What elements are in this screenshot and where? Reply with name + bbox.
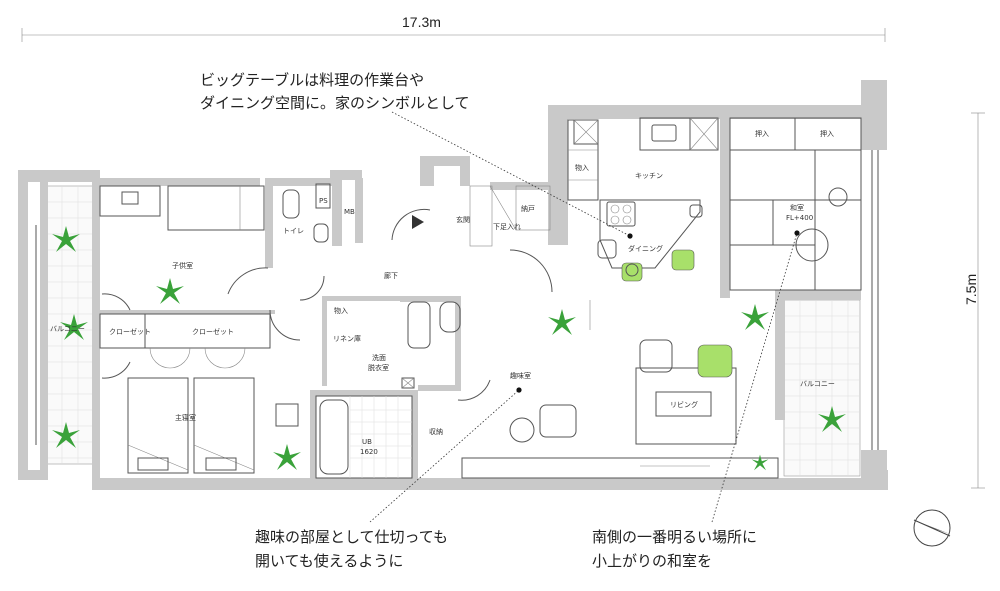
room-oshiire-2: 押入 [820,129,834,138]
room-kitchen: キッチン [635,172,663,180]
plant-icon [548,309,576,335]
room-washitsu-level: FL+400 [786,214,813,222]
plant-icon [52,422,80,448]
room-kids: 子供室 [172,261,193,270]
room-linen: リネン庫 [333,334,361,343]
interior-details [99,117,862,479]
room-oshiire-1: 押入 [755,129,769,138]
plant-icon [273,444,301,470]
room-storage-small-2: 物入 [575,163,589,172]
walls [18,80,888,490]
room-corridor: 廊下 [384,271,398,280]
dimension-depth: 7.5m [963,112,985,489]
dining-chairs [597,239,695,282]
callout-hobby-room-line2: 開いても使えるように [255,552,403,570]
plant-icon [52,226,80,252]
room-closet-2: クローゼット [192,327,234,336]
room-shoe-storage: 下足入れ [493,223,521,231]
room-labels: キッチン ダイニング リビング 和室 FL+400 押入 押入 子供室 主寝室 … [50,129,835,456]
plant-icon [751,454,769,471]
plant-icon [818,406,846,432]
room-washitsu: 和室 [790,203,804,212]
room-wash-2: 脱衣室 [368,363,389,372]
room-master-bedroom: 主寝室 [175,413,196,422]
callout-hobby-room-line1: 趣味の部屋として仕切っても [255,528,448,546]
width-label: 17.3m [402,14,441,30]
room-dining: ダイニング [628,244,663,253]
room-storage-small-1: 物入 [334,306,348,315]
room-living: リビング [670,400,698,409]
depth-label: 7.5m [963,274,979,305]
room-closet-1: クローゼット [109,327,151,336]
callout-big-table-line1: ビッグテーブルは料理の作業台や [200,71,424,89]
callout-washitsu-line2: 小上がりの和室を [592,552,712,570]
room-entrance: 玄関 [456,215,470,224]
plant-icon [156,278,184,304]
callout-washitsu: 南側の一番明るい場所に 小上がりの和室を [592,230,800,570]
dimension-width: 17.3m [21,14,886,42]
plant-icons [52,226,846,471]
callout-big-table: ビッグテーブルは料理の作業台や ダイニング空間に。家のシンボルとして [200,71,633,239]
room-hobby: 趣味室 [510,371,531,380]
plant-icon [60,314,88,340]
room-closet-storage: 納戸 [521,204,535,213]
callout-big-table-line2: ダイニング空間に。家のシンボルとして [200,94,470,112]
room-ub-2: 1620 [360,448,378,456]
callout-washitsu-line1: 南側の一番明るい場所に [592,528,757,546]
room-ps: PS [319,197,328,205]
room-meter-box: MB [344,208,355,216]
room-ub-1: UB [362,438,372,446]
room-balcony-right: バルコニー [800,380,835,388]
north-arrow-icon [913,509,951,547]
balcony-right-area [783,150,879,477]
room-storage: 収納 [429,427,443,436]
room-wash-1: 洗面 [372,353,386,362]
room-toilet: トイレ [283,227,304,235]
plant-icon [741,304,769,330]
room-balcony-left: バルコニー [50,325,85,333]
callout-hobby-room: 趣味の部屋として仕切っても 開いても使えるように [255,387,522,570]
